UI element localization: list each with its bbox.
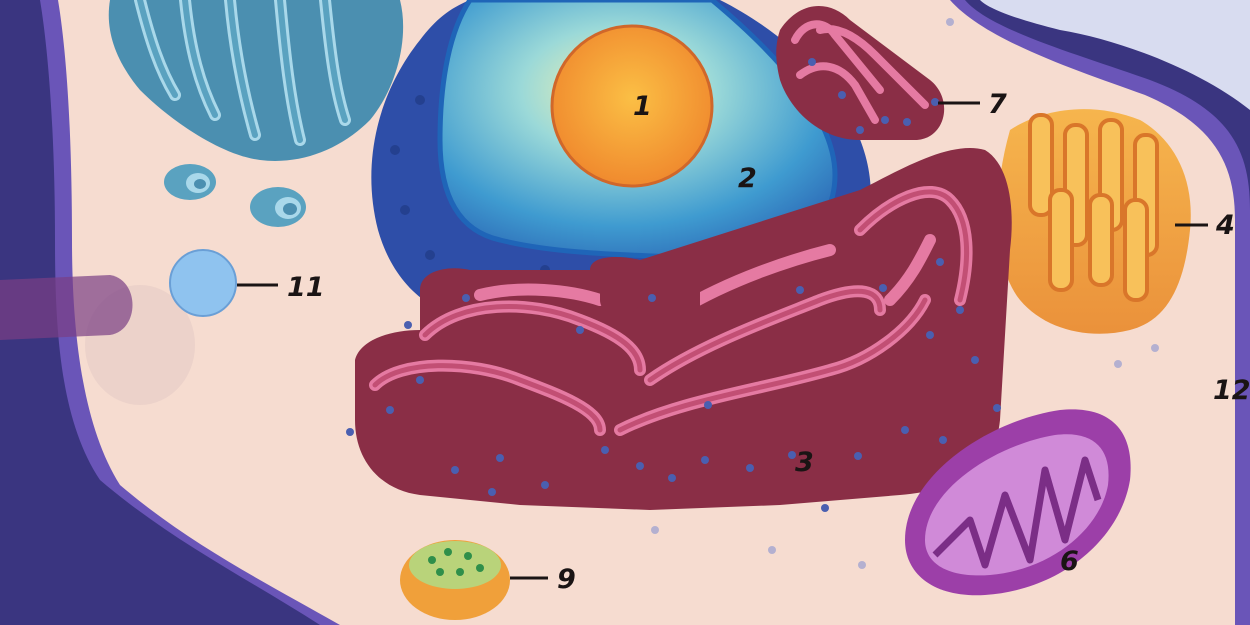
rough-er-upper (776, 6, 945, 140)
smooth-er (108, 0, 404, 161)
label-12: 12 (1213, 375, 1250, 406)
label-2: 2 (738, 163, 757, 194)
label-6: 6 (1060, 546, 1079, 577)
label-11: 11 (287, 272, 325, 303)
free-ribosomes (651, 18, 1159, 569)
golgi-apparatus (997, 109, 1191, 334)
mitochondrion (905, 409, 1131, 596)
label-3: 3 (795, 447, 814, 478)
label-1: 1 (633, 91, 652, 122)
rough-er-main (346, 148, 1012, 512)
label-7: 7 (988, 89, 1007, 120)
peroxisome (400, 540, 510, 620)
label-9: 9 (557, 564, 576, 595)
label-4: 4 (1215, 210, 1235, 241)
nucleolus (550, 24, 714, 188)
membrane-fold (0, 275, 133, 340)
extracellular-light-area (980, 0, 1250, 110)
transport-vesicles (164, 164, 306, 227)
leader-lines (237, 101, 1208, 580)
lysosome (169, 249, 237, 317)
